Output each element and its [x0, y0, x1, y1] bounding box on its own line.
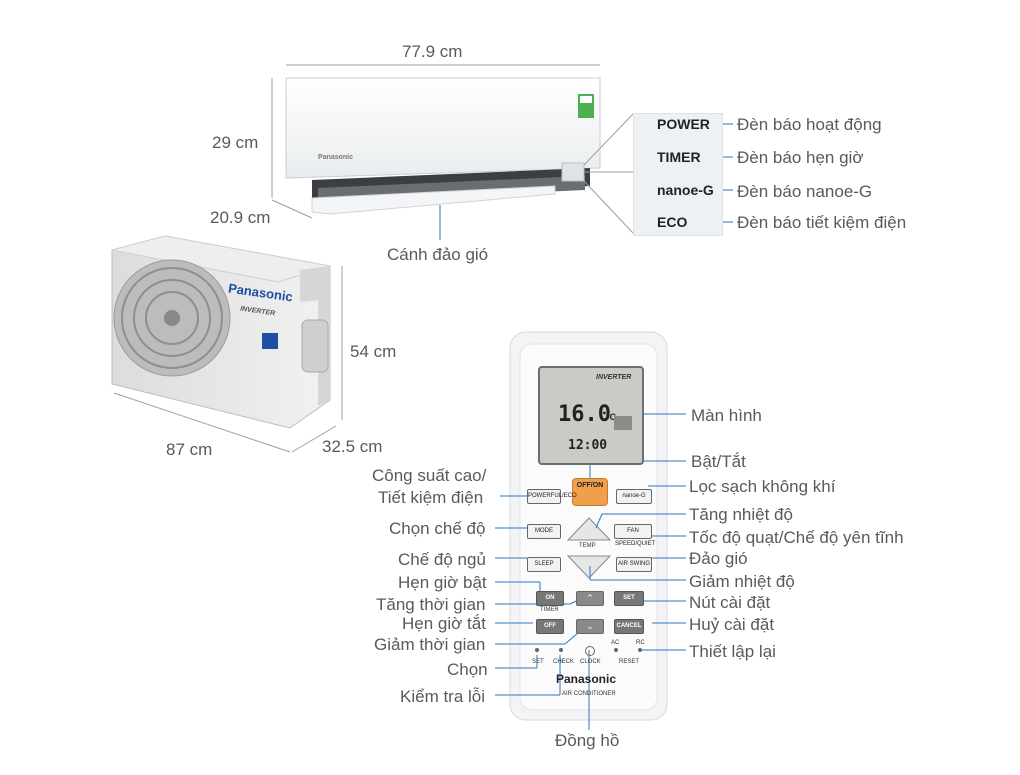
set-button[interactable]: SET — [614, 591, 644, 606]
callout-swing: Đảo gió — [689, 549, 748, 568]
callout-timer-off: Hẹn giờ tắt — [402, 614, 486, 633]
rc-label: RC — [636, 640, 645, 646]
indoor-height-label: 29 cm — [212, 133, 259, 152]
callout-cancel: Huỷ cài đặt — [689, 615, 775, 634]
timer-off-button[interactable]: OFF — [536, 619, 564, 634]
indoor-depth-label: 20.9 cm — [210, 208, 271, 227]
lcd-temp: 16.0 — [558, 402, 611, 427]
rc-pin[interactable] — [638, 648, 642, 652]
callout-select: Chọn — [447, 660, 488, 679]
remote-brand: Panasonic — [556, 672, 617, 686]
callout-screen: Màn hình — [691, 406, 762, 425]
ac-label: AC — [611, 640, 620, 646]
time-down-button[interactable]: ⌄ — [576, 619, 604, 634]
select-pin[interactable] — [535, 648, 539, 652]
fanspeed-button[interactable]: FAN SPEED/QUIET — [614, 524, 655, 547]
indoor-width-label: 77.9 cm — [402, 42, 463, 61]
callout-timer-on: Hẹn giờ bật — [398, 573, 487, 592]
louver-label: Cánh đảo gió — [387, 245, 489, 264]
indicator-power-desc: Đèn báo hoạt động — [737, 115, 882, 134]
callout-set: Nút cài đặt — [689, 593, 771, 612]
timer-label: TIMER — [540, 607, 559, 613]
temp-label: TEMP — [579, 543, 596, 549]
cancel-button[interactable]: CANCEL — [614, 619, 644, 634]
powerful-eco-button[interactable]: POWERFUL/ECO — [527, 489, 577, 504]
outdoor-height-label: 54 cm — [350, 342, 397, 361]
lcd-fan-icon — [614, 416, 632, 430]
callout-reset: Thiết lập lại — [689, 642, 776, 661]
indicator-power-code: POWER — [657, 116, 710, 132]
indoor-brand: Panasonic — [318, 154, 354, 161]
nanoe-button[interactable]: nanoe-G — [616, 489, 652, 504]
callout-sleep: Chế độ ngủ — [398, 550, 486, 569]
offon-button[interactable]: OFF/ON — [572, 478, 608, 506]
remote-sub: AIR CONDITIONER — [562, 691, 616, 697]
callout-temp-down: Giảm nhiệt độ — [689, 572, 795, 591]
outdoor-depth-label: 32.5 cm — [322, 437, 383, 456]
outdoor-unit — [111, 235, 331, 429]
indicator-timer-code: TIMER — [657, 149, 701, 165]
callout-powerful-1: Công suất cao/ — [372, 466, 487, 485]
indicator-eco-code: ECO — [657, 214, 688, 230]
temp-down-button[interactable] — [578, 557, 600, 575]
remote-lcd: INVERTER 16.0 °C 12:00 — [538, 366, 644, 465]
indicator-timer-desc: Đèn báo hẹn giờ — [737, 148, 864, 167]
ac-pin[interactable] — [614, 648, 618, 652]
callout-nanoe: Lọc sạch không khí — [689, 477, 836, 496]
callout-time-down: Giảm thời gian — [374, 635, 486, 654]
timer-on-button[interactable]: ON — [536, 591, 564, 606]
time-up-button[interactable]: ⌃ — [576, 591, 604, 606]
callout-temp-up: Tăng nhiệt độ — [689, 505, 793, 524]
check-label: CHECK — [553, 659, 575, 665]
callout-check: Kiểm tra lỗi — [400, 687, 486, 706]
clock-button[interactable] — [585, 646, 595, 656]
clock-label: CLOCK — [580, 659, 601, 665]
lcd-clock: 12:00 — [568, 438, 608, 453]
reset-label: RESET — [619, 659, 640, 665]
callout-onoff: Bật/Tắt — [691, 452, 746, 471]
check-pin[interactable] — [559, 648, 563, 652]
lcd-unit: °C — [606, 412, 617, 422]
temp-up-button[interactable] — [578, 520, 600, 538]
select-label: SET — [532, 659, 544, 665]
indicator-nanoe-code: nanoe-G — [657, 182, 714, 198]
mode-button[interactable]: MODE — [527, 524, 561, 539]
callout-clock: Đồng hồ — [555, 731, 620, 750]
outdoor-width-label: 87 cm — [166, 440, 213, 459]
callout-fan: Tốc độ quạt/Chế độ yên tĩnh — [689, 528, 904, 547]
indoor-unit — [285, 77, 601, 215]
callout-time-up: Tăng thời gian — [376, 595, 486, 614]
indicator-panel — [633, 113, 723, 236]
indicator-eco-desc: Đèn báo tiết kiệm điện — [737, 213, 907, 232]
sleep-button[interactable]: SLEEP — [527, 557, 561, 572]
indicator-nanoe-desc: Đèn báo nanoe-G — [737, 182, 873, 201]
callout-mode: Chọn chế độ — [389, 519, 486, 538]
airswing-button[interactable]: AIR SWING — [616, 557, 652, 572]
callout-powerful-2: Tiết kiệm điện — [378, 488, 484, 507]
lcd-inverter: INVERTER — [596, 374, 632, 381]
